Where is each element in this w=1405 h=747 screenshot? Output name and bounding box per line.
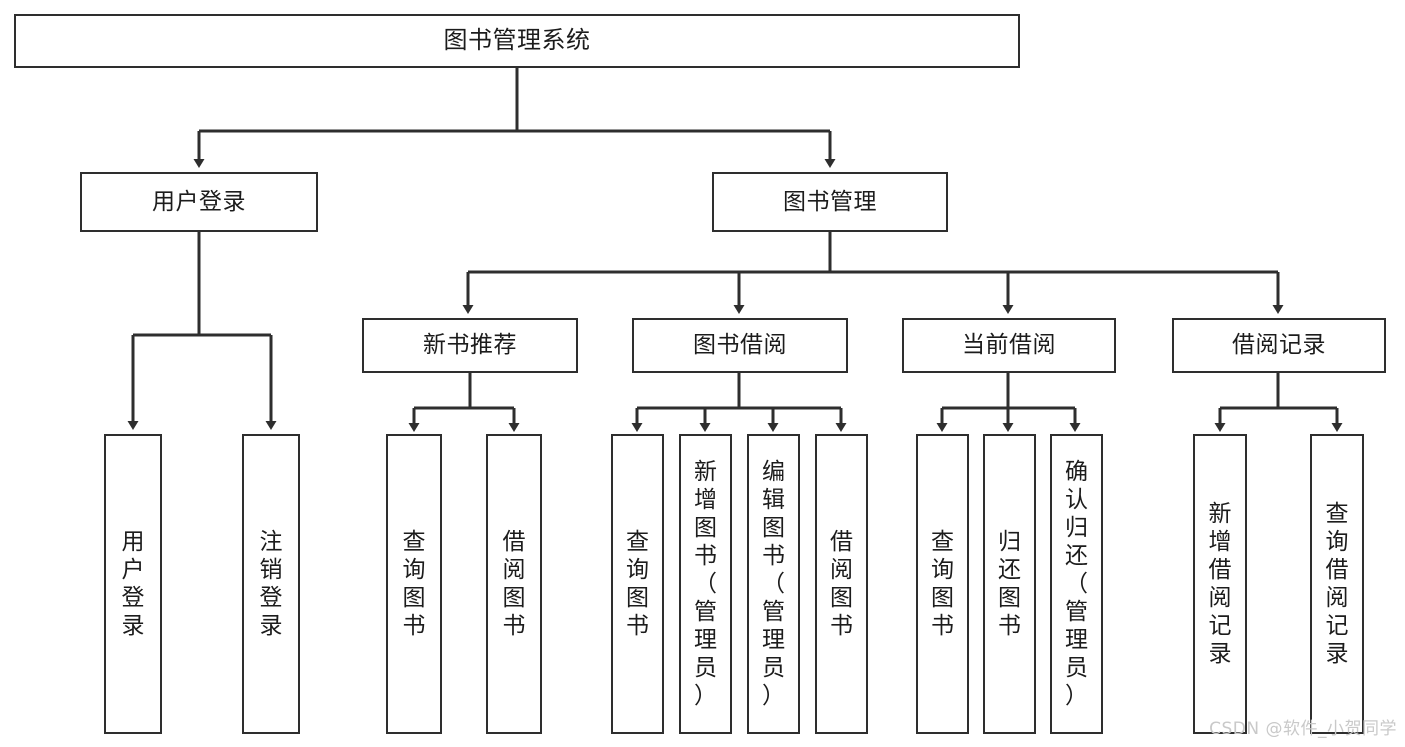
node-current-borrow[interactable]: 当前借阅 <box>902 318 1116 373</box>
node-label: 查 询 图 书 <box>402 528 426 640</box>
node-label: 查 询 借 阅 记 录 <box>1325 500 1349 668</box>
leaf-return-book[interactable]: 归 还 图 书 <box>983 434 1036 734</box>
node-label: 用 户 登 录 <box>121 528 145 640</box>
node-label: 图书管理系统 <box>443 26 591 55</box>
node-new-book-recommend[interactable]: 新书推荐 <box>362 318 578 373</box>
node-label: 图书借阅 <box>693 332 787 359</box>
node-user-login[interactable]: 用户登录 <box>80 172 318 232</box>
node-label: 图书管理 <box>783 188 877 215</box>
node-label: 查 询 图 书 <box>931 528 954 640</box>
node-book-borrow[interactable]: 图书借阅 <box>632 318 848 373</box>
leaf-query-borrow-record[interactable]: 查 询 借 阅 记 录 <box>1310 434 1364 734</box>
leaf-add-borrow-record[interactable]: 新 增 借 阅 记 录 <box>1193 434 1247 734</box>
node-label: 新 增 借 阅 记 录 <box>1208 500 1232 668</box>
node-label: 编 辑 图 书 （ 管 理 员 ） <box>762 458 785 710</box>
node-label: 借阅记录 <box>1232 332 1326 359</box>
node-label: 用户登录 <box>152 188 246 215</box>
node-label: 确 认 归 还 （ 管 理 员 ） <box>1065 458 1088 710</box>
node-label: 新书推荐 <box>423 332 517 359</box>
node-label: 归 还 图 书 <box>998 528 1021 640</box>
leaf-query-book-current[interactable]: 查 询 图 书 <box>916 434 969 734</box>
leaf-edit-book[interactable]: 编 辑 图 书 （ 管 理 员 ） <box>747 434 800 734</box>
leaf-query-book-borrow[interactable]: 查 询 图 书 <box>611 434 664 734</box>
node-book-manage[interactable]: 图书管理 <box>712 172 948 232</box>
node-root-system[interactable]: 图书管理系统 <box>14 14 1020 68</box>
leaf-user-login[interactable]: 用 户 登 录 <box>104 434 162 734</box>
node-label: 查 询 图 书 <box>626 528 649 640</box>
node-borrow-record[interactable]: 借阅记录 <box>1172 318 1386 373</box>
leaf-query-book-recommend[interactable]: 查 询 图 书 <box>386 434 442 734</box>
leaf-confirm-return[interactable]: 确 认 归 还 （ 管 理 员 ） <box>1050 434 1103 734</box>
watermark: CSDN @软件_小贺同学 <box>1209 719 1397 739</box>
leaf-borrow-book[interactable]: 借 阅 图 书 <box>815 434 868 734</box>
leaf-borrow-book-recommend[interactable]: 借 阅 图 书 <box>486 434 542 734</box>
leaf-add-book[interactable]: 新 增 图 书 （ 管 理 员 ） <box>679 434 732 734</box>
node-label: 借 阅 图 书 <box>502 528 526 640</box>
node-label: 新 增 图 书 （ 管 理 员 ） <box>694 458 717 710</box>
node-label: 借 阅 图 书 <box>830 528 853 640</box>
node-label: 当前借阅 <box>962 332 1056 359</box>
leaf-logout[interactable]: 注 销 登 录 <box>242 434 300 734</box>
node-label: 注 销 登 录 <box>259 528 283 640</box>
